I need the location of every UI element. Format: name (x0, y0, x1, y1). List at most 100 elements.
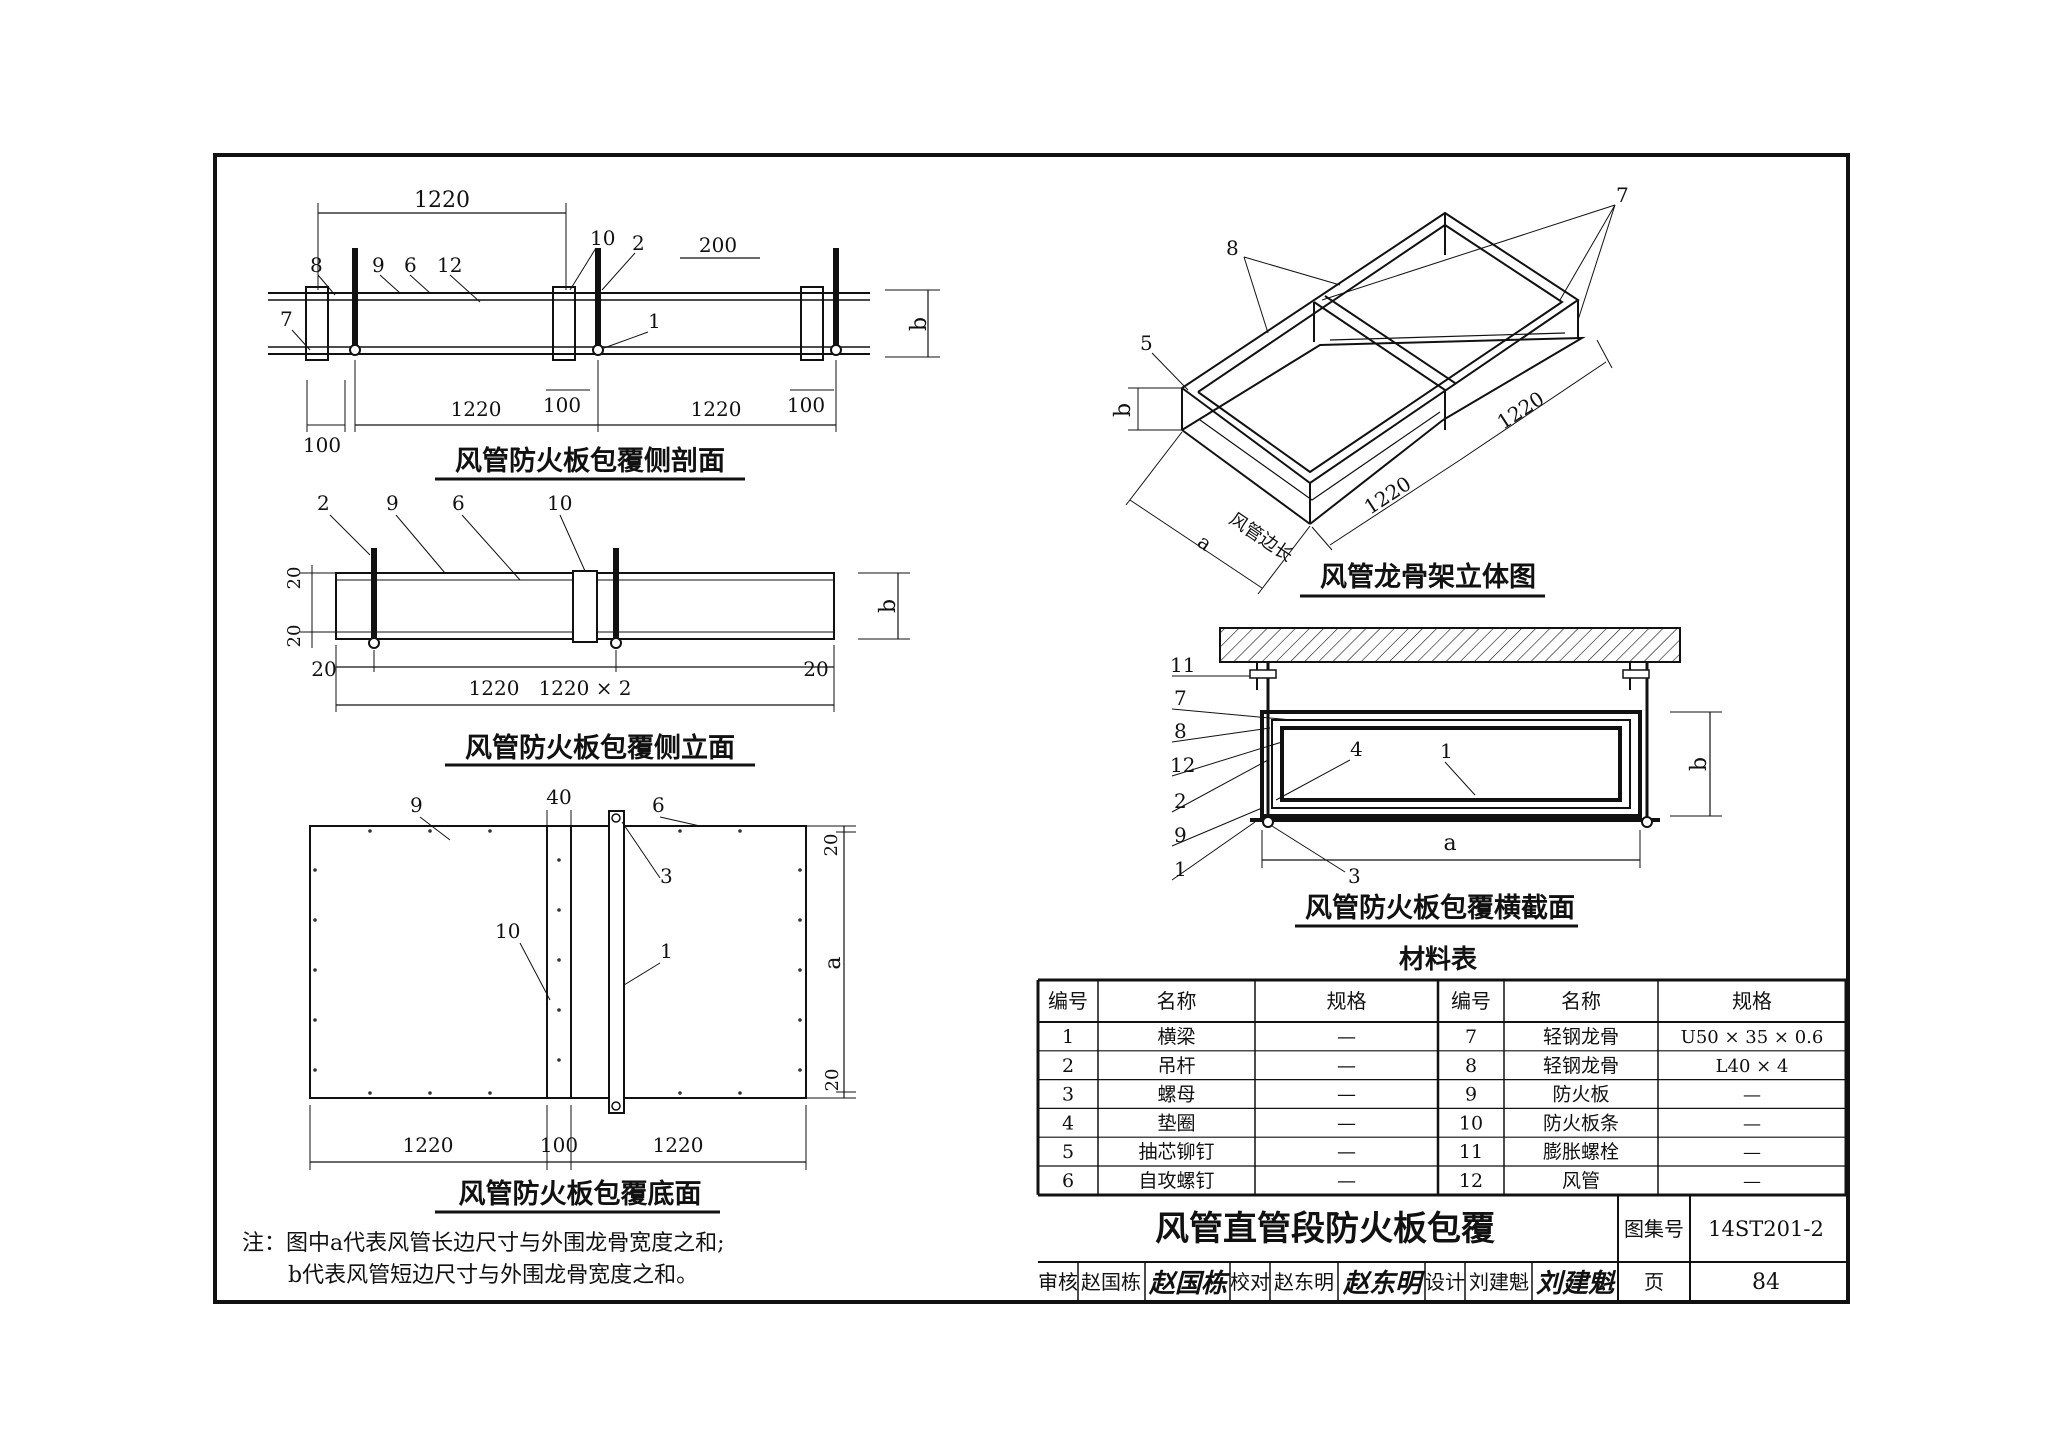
cross-callout-2: 2 (1174, 789, 1187, 813)
table-cell: 膨胀螺栓 (1543, 1141, 1619, 1163)
callout-2: 2 (317, 491, 330, 515)
atlas-label: 图集号 (1624, 1217, 1684, 1241)
callout-10: 10 (547, 491, 572, 515)
review-label: 审核 (1038, 1270, 1078, 1294)
page-number: 84 (1752, 1270, 1780, 1295)
cross-view: b a 11 7 8 12 2 9 1 4 1 3 风管防火板包覆横截面 (1170, 627, 1722, 928)
table-cell: 9 (1465, 1084, 1477, 1106)
callout-9: 9 (372, 253, 385, 277)
callout-2: 2 (632, 231, 645, 255)
section-dim-bot2: 1220 (691, 397, 742, 421)
table-header-cell: 规格 (1732, 989, 1772, 1013)
section-dim-top: 1220 (414, 188, 470, 213)
table-cell: 自攻螺钉 (1138, 1170, 1214, 1192)
drawing-title: 风管直管段防火板包覆 (1155, 1209, 1495, 1249)
callout-10: 10 (590, 226, 615, 250)
elevation-dim-20-top: 20 (284, 567, 305, 590)
cross-title: 风管防火板包覆横截面 (1305, 892, 1575, 924)
table-cell: — (1337, 1170, 1356, 1192)
iso-title: 风管龙骨架立体图 (1320, 561, 1536, 593)
table-cell: — (1337, 1055, 1356, 1077)
table-cell: 7 (1465, 1026, 1477, 1048)
table-cell: 3 (1062, 1084, 1074, 1106)
bottom-dim-1220-right: 1220 (653, 1133, 704, 1157)
checker-name: 赵东明 (1274, 1270, 1334, 1294)
section-dim-100c: 100 (303, 433, 341, 457)
cross-callout-8: 8 (1174, 719, 1187, 743)
table-cell: 风管 (1562, 1170, 1600, 1192)
materials-title: 材料表 (1399, 945, 1478, 975)
callout-9: 9 (386, 491, 399, 515)
table-cell: — (1337, 1026, 1356, 1048)
table-cell: 1 (1062, 1026, 1074, 1048)
table-cell: 11 (1459, 1141, 1483, 1163)
cross-callout-9: 9 (1174, 823, 1187, 847)
elevation-view: 20 20 b 20 20 1220 1220 × 2 2 9 6 10 风管防… (284, 491, 910, 767)
table-header-cell: 名称 (1157, 989, 1197, 1013)
iso-view (1181, 211, 1586, 525)
table-header-cell: 规格 (1327, 989, 1367, 1013)
section-dim-100a: 100 (543, 393, 581, 417)
table-cell: 螺母 (1157, 1084, 1195, 1106)
iso-callout-7: 7 (1616, 183, 1629, 207)
table-cell: 防火板条 (1543, 1112, 1619, 1134)
callout-9: 9 (410, 793, 423, 817)
section-dim-100b: 100 (787, 393, 825, 417)
iso-dim-1220-b: 1220 (1493, 386, 1549, 434)
cross-callout-3: 3 (1348, 864, 1361, 888)
table-cell: 6 (1062, 1170, 1074, 1192)
elevation-dim-20-right: 20 (803, 657, 828, 681)
callout-1: 1 (660, 939, 673, 963)
reviewer-signature: 赵国栋 (1148, 1269, 1231, 1299)
section-dim-b: b (907, 317, 932, 331)
cross-callout-11: 11 (1170, 653, 1195, 677)
bottom-dim-20-bot: 20 (822, 1069, 843, 1092)
table-cell: — (1743, 1085, 1761, 1106)
table-cell: 横梁 (1157, 1026, 1195, 1048)
bottom-dim-a: a (821, 956, 846, 969)
note-line-1: 注：图中a代表风管长边尺寸与外围龙骨宽度之和; (242, 1231, 725, 1256)
drawing-frame (213, 153, 1850, 1304)
table-cell: — (1337, 1084, 1356, 1106)
bottom-view: 40 20 a 20 1220 100 1220 9 6 3 10 1 风管防火… (309, 785, 856, 1214)
elevation-dim-1220: 1220 (469, 676, 520, 700)
iso-annotations: 8 7 5 b 风管边长 a 1220 1220 风管龙骨架立体图 (1111, 183, 1629, 598)
callout-12: 12 (437, 253, 462, 277)
table-cell: 吊杆 (1157, 1055, 1195, 1077)
table-cell: 抽芯铆钉 (1138, 1141, 1214, 1163)
elevation-dim-20-left: 20 (311, 657, 336, 681)
table-cell: 轻钢龙骨 (1543, 1026, 1619, 1048)
iso-callout-5: 5 (1140, 331, 1153, 355)
table-header-cell: 编号 (1048, 989, 1088, 1013)
table-cell: 轻钢龙骨 (1543, 1055, 1619, 1077)
elevation-title: 风管防火板包覆侧立面 (465, 732, 735, 764)
design-label: 设计 (1425, 1270, 1465, 1294)
title-block: 风管直管段防火板包覆 图集号 14ST201-2 审核 赵国栋 赵国栋 校对 赵… (1038, 1193, 1846, 1300)
callout-6: 6 (652, 793, 665, 817)
bottom-dim-1220-left: 1220 (403, 1133, 454, 1157)
bottom-dim-40: 40 (546, 785, 571, 809)
callout-8: 8 (310, 253, 323, 277)
table-cell: 8 (1465, 1055, 1477, 1077)
section-dim-bot1: 1220 (451, 397, 502, 421)
table-header-cell: 编号 (1451, 989, 1491, 1013)
checker-signature: 赵东明 (1342, 1269, 1425, 1299)
designer-name: 刘建魁 (1469, 1270, 1529, 1294)
iso-dim-a: a (1193, 529, 1216, 556)
note-line-2: b代表风管短边尺寸与外围龙骨宽度之和。 (288, 1263, 698, 1288)
designer-signature: 刘建魁 (1536, 1269, 1617, 1299)
table-cell: — (1743, 1171, 1761, 1192)
iso-callout-8: 8 (1226, 236, 1239, 260)
table-cell: L40 × 4 (1716, 1056, 1789, 1077)
callout-6: 6 (452, 491, 465, 515)
table-cell: 垫圈 (1157, 1112, 1195, 1134)
elevation-dim-1220x2: 1220 × 2 (538, 676, 631, 700)
iso-edge-label: 风管边长 (1225, 509, 1296, 567)
iso-dim-b: b (1111, 403, 1136, 417)
cross-callout-7: 7 (1174, 686, 1187, 710)
check-label: 校对 (1230, 1270, 1270, 1294)
table-cell: — (1337, 1141, 1356, 1163)
table-cell: 12 (1459, 1170, 1483, 1192)
table-cell: U50 × 35 × 0.6 (1681, 1027, 1824, 1048)
cross-callout-12: 12 (1170, 753, 1195, 777)
